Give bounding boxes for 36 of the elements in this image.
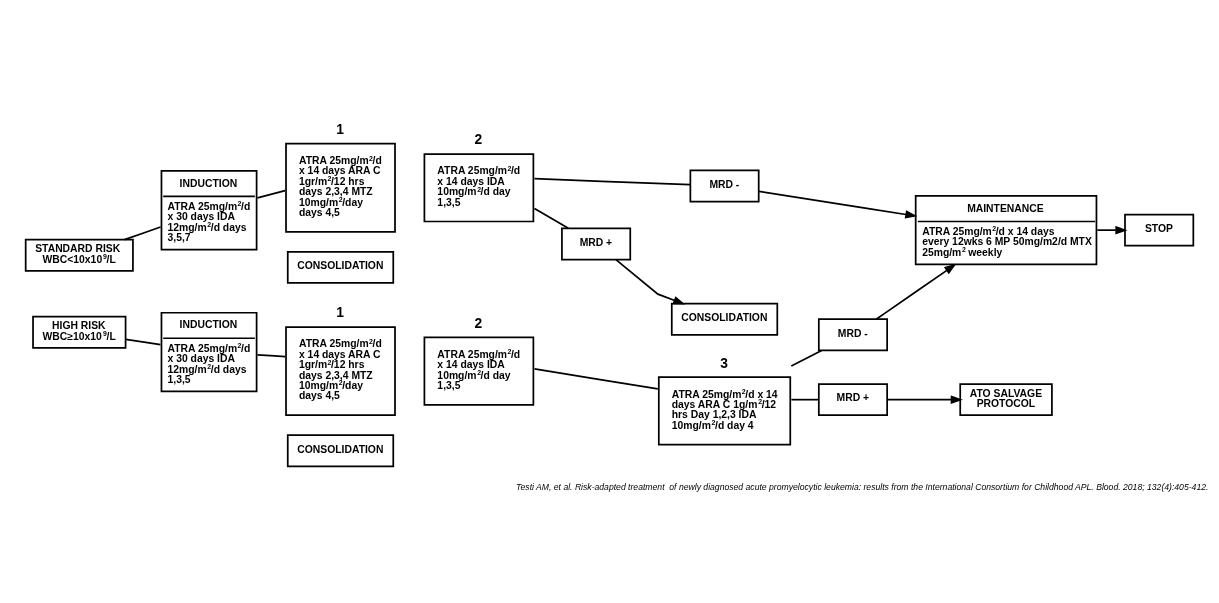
node-box: MRD +	[817, 383, 888, 417]
caption: Testi AM, et al. Risk-adapted treatment of newly diagnosed acute promyelocytic leukemia: results from the International Consortium for Childhood APL. Blood. 2018; 132(4):405-412.	[516, 481, 1209, 492]
connector	[124, 338, 162, 346]
connector	[256, 354, 286, 358]
arrow	[875, 263, 957, 320]
node-box: ATRA 25mg/m$^{2}$/d x 14 days ARA C 1g/m$^{2}$/12 hrs Day 1,2,3 IDA 10mg/m$^{2}$/d day 4	[657, 376, 792, 446]
node-box: CONSOLIDATION	[286, 250, 395, 284]
node-box: HIGH RISK WBC≥10x10$^{9}$/L	[32, 315, 127, 349]
node-box: MRD +	[561, 227, 632, 261]
node-label: 1	[336, 304, 344, 321]
node-box: ATO SALVAGE PROTOCOL	[959, 383, 1053, 417]
connector	[533, 367, 659, 390]
node-box: STANDARD RISK WBC<10x10$^{9}$/L	[24, 238, 134, 272]
connector	[533, 177, 691, 186]
connector	[790, 349, 823, 367]
arrow	[886, 395, 963, 404]
node-label: 2	[474, 314, 483, 331]
arrow	[615, 258, 686, 305]
arrow	[758, 190, 918, 219]
node-box: ATRA 25mg/m$^{2}$/d x 14 days IDA 10mg/m$^{2}$/d day 1,3,5	[423, 336, 535, 406]
connector	[533, 207, 570, 230]
connector	[790, 398, 820, 401]
connector	[256, 189, 286, 199]
connector	[123, 226, 162, 241]
arrow	[1096, 225, 1128, 235]
node-box: ATRA 25mg/m$^{2}$/d x 14 days IDA 10mg/m$^{2}$/d day 1,3,5	[423, 153, 535, 223]
node-box: MRD -	[817, 318, 888, 352]
node-label: 1	[336, 120, 344, 137]
node-box: STOP	[1124, 213, 1195, 247]
node-label: 2	[474, 131, 483, 148]
node-box: ATRA 25mg/m$^{2}$/d x 14 days ARA C 1gr/m$^{2}$/12 hrs days 2,3,4 MTZ 10mg/m$^{2}$/day days 4,5	[285, 142, 396, 233]
node-box: CONSOLIDATION	[670, 302, 779, 336]
node-box: ATRA 25mg/m$^{2}$/d x 14 days ARA C 1gr/m$^{2}$/12 hrs days 2,3,4 MTZ 10mg/m$^{2}$/day days 4,5	[285, 326, 396, 417]
node-box: MRD -	[689, 169, 760, 203]
node-label: 3	[720, 354, 728, 371]
node-box: CONSOLIDATION	[286, 434, 395, 468]
